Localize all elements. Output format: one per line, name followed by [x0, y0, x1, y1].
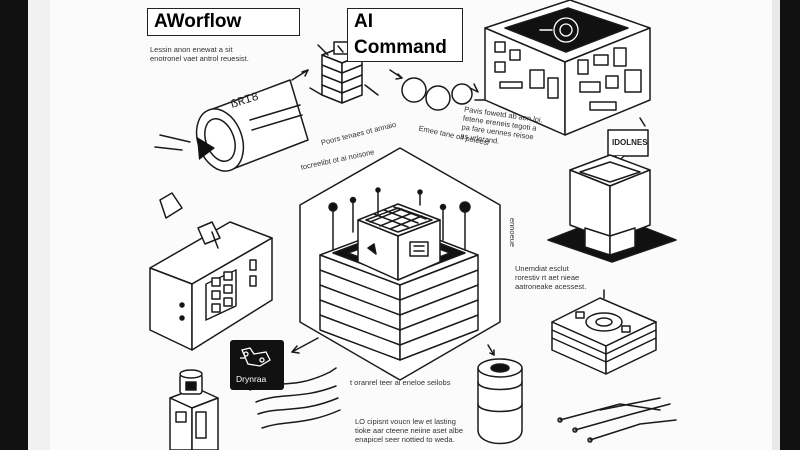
paper-edge-left	[28, 0, 50, 450]
callout-tag: IDOLNES	[612, 138, 648, 147]
chip-layers-icon	[551, 289, 657, 375]
note-line: Unemdiat esclut	[515, 264, 569, 273]
kite-shape	[159, 192, 183, 219]
central-hexagon	[299, 147, 501, 381]
callout-box	[607, 117, 649, 166]
note-top-left: Lessin anon enewat a sit enotronel vaet …	[150, 45, 249, 63]
node-circles-icon	[389, 69, 496, 111]
database-cylinder-icon	[477, 344, 523, 445]
circuit-traces	[557, 397, 677, 443]
dynamo-chip: Drynraa	[230, 340, 284, 390]
note-bottom-center-small: t oranrel teer ai eneloe seilobs	[350, 378, 451, 387]
title-ai-command-box: AI Command	[347, 8, 463, 62]
paper-edge-right	[772, 0, 780, 450]
note-line: enotronel vaet antrol reuesist.	[150, 54, 249, 63]
command-cube-icon	[484, 0, 651, 136]
note-line: enapicel seer nottied to weda.	[355, 435, 455, 444]
note-line: tioke aar cteene neiine aset albe	[355, 426, 463, 435]
open-box-icon	[547, 154, 677, 263]
note-bottom-center: LO cipisnt voucn lew et lasting tioke aa…	[355, 417, 463, 444]
note-line: LO cipisnt voucn lew et lasting	[355, 417, 456, 426]
chip-glyph-icon	[240, 347, 271, 367]
chip-label: Drynraa	[236, 374, 267, 384]
title-workflow-box: AWorflow	[147, 8, 300, 36]
note-right-lower: Unemdiat esclut rorestiv rt aet nieae aa…	[515, 264, 586, 291]
note-center-right-vertical: ennoeue	[508, 217, 518, 248]
note-line: Lessin anon enewat a sit	[150, 45, 233, 54]
note-line: rorestiv rt aet nieae	[515, 273, 580, 282]
console-grid	[211, 259, 257, 313]
note-line: aatroneake acessest.	[515, 282, 587, 291]
battery-stack-icon	[169, 369, 219, 450]
cylinder-device-icon	[154, 69, 309, 172]
